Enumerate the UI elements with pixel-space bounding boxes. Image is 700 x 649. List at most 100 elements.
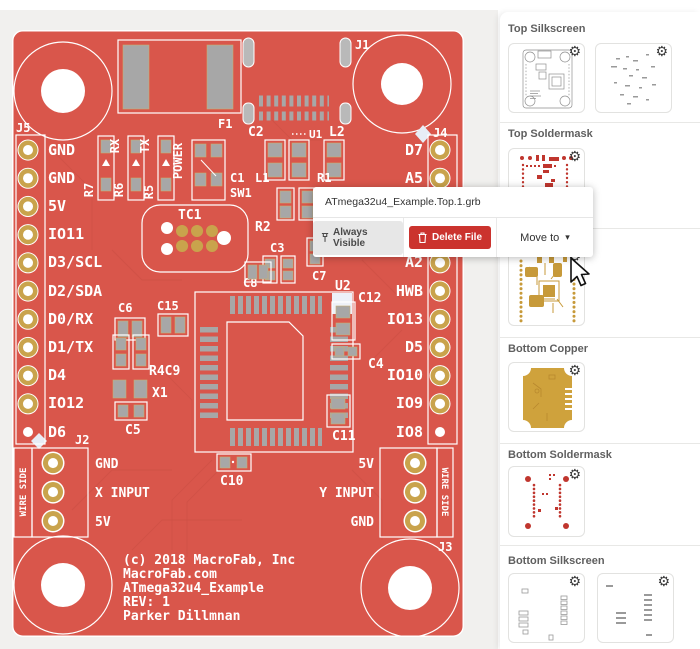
thumb-art	[515, 363, 580, 431]
ref-c8: C8	[243, 276, 257, 290]
label-rx: RX	[108, 138, 122, 153]
trash-icon	[418, 232, 427, 243]
section-divider	[500, 122, 700, 123]
pin-label: IO10	[387, 366, 423, 384]
silkscreen-copyright: (c) 2018 MacroFab, Inc MacroFab.com ATme…	[123, 553, 295, 624]
ref-c11: C11	[332, 429, 356, 444]
copyright-line: REV: 1	[123, 595, 170, 610]
thumb-bottom-silkscreen-1[interactable]: ⚙	[508, 573, 585, 643]
ref-j3: J3	[438, 540, 452, 554]
pcb-traces	[51, 119, 403, 557]
pin-icon	[321, 232, 329, 242]
popup-filename: ATmega32u4_Example.Top.1.grb	[313, 187, 593, 218]
gear-icon[interactable]: ⚙	[657, 574, 670, 590]
thumb-art	[606, 585, 652, 636]
pin-label: GND	[48, 169, 75, 187]
wire-side-label: WIRE SIDE	[439, 468, 449, 517]
pin-label: GND	[351, 515, 375, 530]
section-divider	[500, 443, 700, 444]
thumb-art	[525, 474, 569, 529]
component-sw1: C1 L1 SW1	[191, 139, 269, 201]
thumb-art	[611, 54, 656, 105]
component-tc1: TC1	[141, 204, 249, 273]
section-label-top-silkscreen: Top Silkscreen	[508, 23, 586, 35]
pin-label: D2/SDA	[48, 282, 102, 300]
pin-label: IO11	[48, 225, 84, 243]
ref-c1: C1	[230, 171, 244, 185]
pcb-render: J1 F1 C2 U1 L2 J5 GND GND 5V IO11 D3/SCL…	[12, 30, 464, 638]
gear-icon[interactable]: ⚙	[568, 149, 581, 165]
pin-label: GND	[48, 141, 75, 159]
pin-label: X INPUT	[95, 486, 150, 501]
always-visible-button[interactable]: Always Visible	[313, 220, 403, 255]
ref-tc1: TC1	[178, 208, 202, 223]
usb-connector-j1: J1	[242, 37, 369, 125]
resistor-group: RX TX POWER R7 R6 R5	[82, 135, 185, 201]
connector-j2: J2 GND X INPUT 5V WIRE SIDE	[13, 433, 150, 538]
chevron-down-icon: ▾	[565, 232, 570, 242]
ref-r6: R6	[112, 183, 126, 197]
pin-label: HWB	[396, 282, 423, 300]
ref-l1: L1	[255, 171, 269, 185]
section-label-bottom-copper: Bottom Copper	[508, 343, 589, 355]
gear-icon[interactable]: ⚙	[655, 44, 668, 60]
popup-cell-move: Move to ▾	[497, 218, 593, 257]
ref-c12: C12	[358, 291, 381, 306]
thumb-bottom-soldermask[interactable]: ⚙	[508, 466, 585, 537]
mounting-holes	[13, 34, 460, 638]
header-j5: J5 GND GND 5V IO11 D3/SCL D2/SDA D0/RX D…	[15, 121, 102, 445]
marker-diamond-j2	[31, 433, 47, 449]
thumb-top-silkscreen-1[interactable]: ⚙	[508, 43, 585, 113]
thumb-top-copper[interactable]: ⚙	[508, 248, 585, 326]
ref-c7: C7	[312, 269, 326, 283]
component-small-caps: C3 C7 C8 C15 C6	[114, 237, 326, 341]
gear-icon[interactable]: ⚙	[568, 44, 581, 60]
ref-c15: C15	[157, 299, 179, 313]
pin-label: A5	[405, 169, 423, 187]
pin-label: IO9	[396, 394, 423, 412]
component-caps-row: R1	[264, 139, 345, 221]
pin-label: 5V	[48, 197, 66, 215]
ref-c6: C6	[118, 301, 132, 315]
ref-j2: J2	[75, 433, 89, 447]
section-label-bottom-silkscreen: Bottom Silkscreen	[508, 555, 605, 567]
ref-r5: R5	[142, 185, 156, 199]
gear-icon[interactable]: ⚙	[568, 467, 581, 483]
gear-icon[interactable]: ⚙	[568, 363, 581, 379]
pin-label: GND	[95, 457, 119, 472]
section-divider	[500, 545, 700, 546]
label-power: POWER	[171, 142, 185, 179]
pin-label: D7	[405, 141, 423, 159]
component-r4c9-x1-c5: R4C9 X1 C5	[112, 334, 180, 438]
thumb-art	[518, 588, 568, 641]
ref-c3: C3	[270, 241, 284, 255]
ref-l2: L2	[329, 125, 345, 140]
ref-sw1: SW1	[230, 186, 252, 200]
delete-file-label: Delete File	[431, 232, 483, 243]
gear-icon[interactable]: ⚙	[568, 574, 581, 590]
ref-u2: U2	[335, 279, 351, 294]
thumb-top-silkscreen-2[interactable]: ⚙	[595, 43, 672, 113]
copyright-line: MacroFab.com	[123, 567, 217, 582]
pin-label: IO12	[48, 394, 84, 412]
popup-actions: Always Visible Delete File Move to ▾	[313, 218, 593, 257]
connector-j3: 5V Y INPUT GND WIRE SIDE J3	[319, 447, 454, 554]
pin-label: D5	[405, 338, 423, 356]
ref-c5: C5	[125, 423, 141, 438]
delete-file-button[interactable]: Delete File	[408, 226, 492, 249]
marker-diamond-j4	[415, 125, 431, 143]
layers-sidebar: Top Silkscreen ⚙	[500, 12, 700, 649]
pin-label: 5V	[358, 457, 374, 472]
section-divider	[500, 337, 700, 338]
thumb-bottom-copper[interactable]: ⚙	[508, 362, 585, 432]
thumb-bottom-silkscreen-2[interactable]: ⚙	[597, 573, 674, 643]
pin-label: D6	[48, 423, 66, 441]
move-to-dropdown[interactable]: Move to ▾	[520, 232, 570, 244]
pin-label: D3/SCL	[48, 253, 102, 271]
pin-label: IO8	[396, 423, 423, 441]
ref-c4: C4	[368, 357, 384, 372]
component-right-caps: C12 C4 C11 C10	[216, 291, 384, 489]
pcb-outline	[12, 30, 464, 637]
ref-x1: X1	[152, 386, 168, 401]
section-label-bottom-soldermask: Bottom Soldermask	[508, 449, 612, 461]
